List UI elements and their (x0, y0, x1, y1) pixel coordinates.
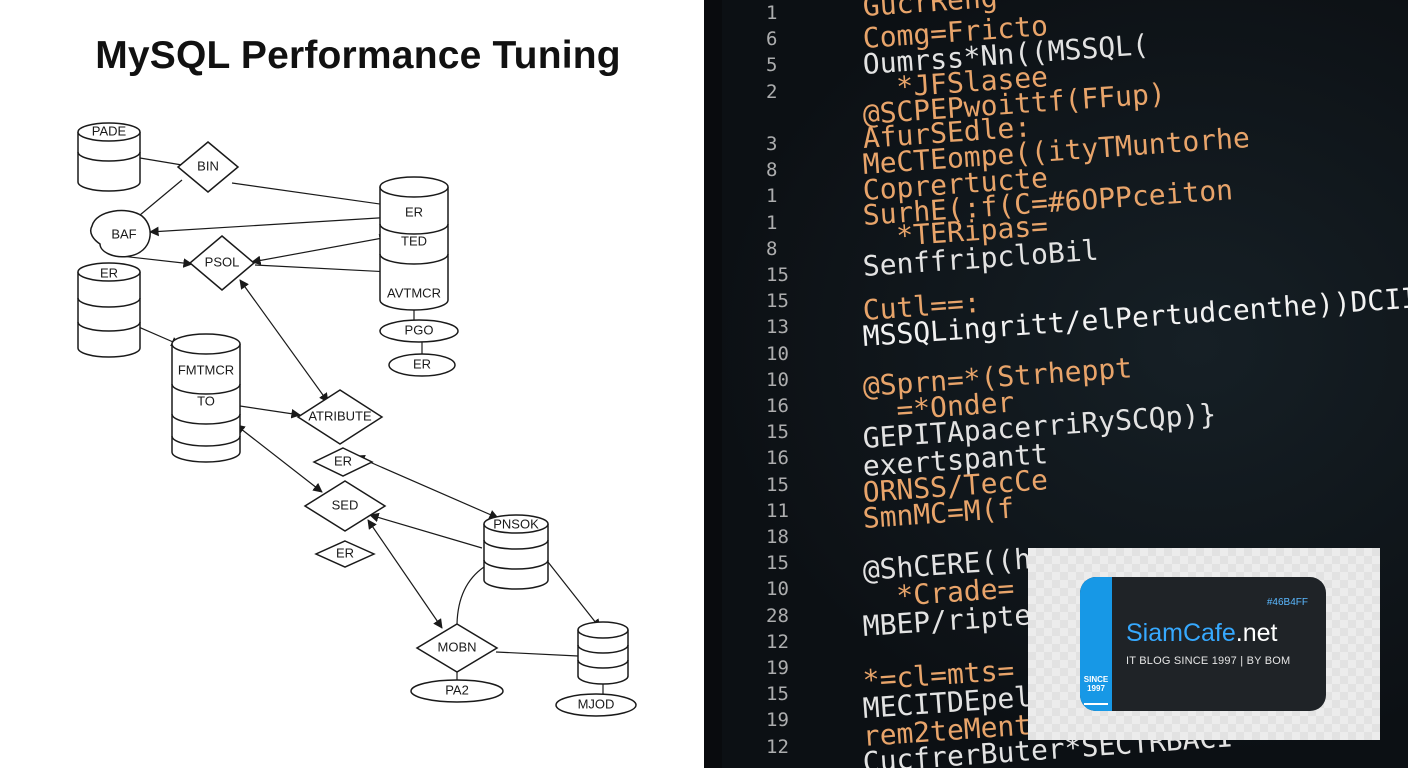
er-left-cylinder: ER (77, 262, 141, 358)
line-number: 16 (766, 447, 789, 470)
er-diamond: ER (312, 447, 374, 477)
line-number: 19 (766, 657, 789, 679)
badge-since-label: SINCE 1997 (1080, 675, 1112, 693)
line-number: 12 (766, 630, 789, 653)
badge-since-year: 1997 (1087, 684, 1105, 693)
cylinder-mid-label-to: TO (197, 393, 215, 408)
sed-diamond: SED (303, 480, 387, 532)
connector-psol-avtmcr (254, 264, 391, 277)
connector-bin-baf (139, 179, 183, 216)
baf-label: BAF (111, 226, 136, 241)
badge-tagline: IT BLOG SINCE 1997 | BY BOM (1126, 655, 1291, 667)
line-number: 10 (766, 342, 789, 365)
atribute-label: ATRIBUTE (308, 408, 372, 423)
pnsok-cylinder: PNSOK (483, 514, 549, 590)
line-number: 12 (766, 735, 789, 758)
code-gutter (704, 0, 722, 768)
atribute-diamond: ATRIBUTE (296, 389, 384, 445)
line-number: 10 (766, 368, 789, 391)
line-number: 3 (766, 133, 778, 155)
er-ted-avtmcr-cylinder: ER TED AVTMCR (379, 176, 449, 311)
line-number: 15 (766, 683, 789, 706)
fmtmcr-to-cylinder: FMTMCR TO (171, 333, 241, 463)
badge-logo-card: SINCE 1997 #46B4FF SiamCafe.net IT BLOG … (1080, 577, 1326, 711)
cylinder-right-label-er: ER (405, 204, 423, 219)
bin-label: BIN (197, 158, 219, 173)
badge-site-name-tld: .net (1235, 619, 1278, 647)
er-diamond-label: ER (334, 453, 352, 468)
psol-diamond: PSOL (188, 235, 256, 291)
mjod-label: MJOD (578, 696, 615, 711)
line-number: 15 (766, 552, 789, 575)
badge-since-word: SINCE (1083, 675, 1109, 684)
pgo-label: PGO (405, 322, 434, 337)
er-small-diamond: ER (314, 540, 376, 568)
sed-label: SED (332, 497, 359, 512)
line-number: 5 (766, 54, 778, 77)
bottom-cylinder (577, 621, 629, 685)
diagram-panel: PADE BIN BAF ER PSOL (77, 34, 637, 717)
line-number: 13 (766, 316, 789, 339)
pade-cylinder: PADE (77, 122, 141, 192)
pa2-label: PA2 (445, 682, 469, 697)
line-number: 19 (766, 709, 789, 732)
connector-pnsok-sed (369, 512, 483, 549)
connector-psol-atribute (239, 279, 329, 403)
pade-label: PADE (92, 123, 127, 138)
line-number: 15 (766, 290, 789, 313)
cylinder-mid-label-fmtmcr: FMTMCR (178, 362, 234, 377)
line-number: 15 (766, 264, 789, 286)
line-number: 11 (766, 499, 789, 522)
siamcafe-badge: SINCE 1997 #46B4FF SiamCafe.net IT BLOG … (1028, 548, 1380, 740)
line-number: 8 (766, 159, 778, 182)
psol-label: PSOL (205, 254, 240, 269)
badge-site-name: SiamCafe.net (1126, 619, 1277, 648)
line-number: 10 (766, 578, 789, 601)
mobn-diamond: MOBN (415, 623, 499, 673)
connector-bin-er (231, 182, 395, 210)
connector-pade-bin (139, 157, 183, 166)
badge-accent-stripe (1080, 577, 1112, 711)
mjod-ellipse: MJOD (555, 693, 637, 717)
badge-ribbon-icon (1084, 697, 1108, 705)
connector-ted-baf (149, 216, 395, 237)
er-left-label: ER (100, 265, 118, 280)
er-small-label: ER (336, 545, 354, 560)
pnsok-label: PNSOK (493, 516, 539, 531)
diagram-canvas: PADE BIN BAF ER PSOL (77, 122, 637, 717)
line-number: 6 (766, 28, 778, 51)
page-title: MySQL Performance Tuning (95, 34, 621, 77)
pa2-ellipse: PA2 (410, 679, 504, 703)
line-number: 1 (766, 2, 778, 24)
connector-pnsok-cyl-bottom (547, 561, 601, 629)
line-number: 18 (766, 526, 789, 548)
connector-to-atribute (239, 405, 301, 419)
connector-er-pnsok (355, 455, 499, 519)
er-ellipse: ER (388, 353, 456, 377)
mobn-label: MOBN (438, 639, 477, 654)
badge-hex-code: #46B4FF (1266, 597, 1308, 608)
connector-mobn-cyl-bottom (495, 651, 579, 657)
badge-site-name-main: SiamCafe (1126, 619, 1236, 647)
line-number: 28 (766, 604, 789, 627)
line-number: 16 (766, 395, 789, 417)
connector-psol-ted (251, 233, 389, 266)
line-number: 15 (766, 421, 789, 444)
connector-sed-mobn (367, 519, 443, 629)
bin-diamond: BIN (176, 141, 240, 193)
line-number: 2 (766, 80, 778, 103)
line-number: 1 (766, 185, 778, 208)
line-number: 1 (766, 211, 778, 234)
connectors (111, 157, 604, 694)
connector-pnsok-mobn (456, 566, 485, 625)
er-ellipse-label: ER (413, 356, 431, 371)
line-number: 15 (766, 473, 789, 496)
line-number: 8 (766, 237, 778, 260)
pgo-ellipse: PGO (379, 319, 459, 343)
cylinder-right-label-ted: TED (401, 233, 427, 248)
baf-blob: BAF (89, 209, 151, 258)
cylinder-right-label-avtmcr: AVTMCR (387, 285, 441, 300)
connector-cyl-mid-sed (235, 424, 323, 493)
